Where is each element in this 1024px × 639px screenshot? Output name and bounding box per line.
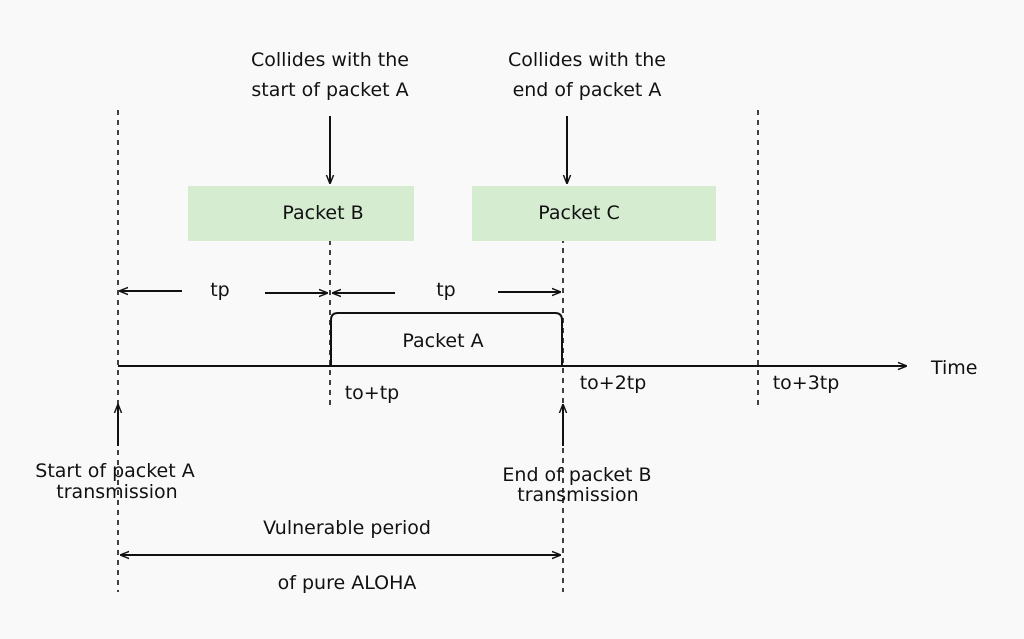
end-packet-b-label-line1: End of packet B	[502, 464, 651, 486]
collides-start-label-line2: start of packet A	[251, 79, 408, 101]
collides-end-label-line1: Collides with the	[508, 49, 666, 71]
tick-label-tp: to+tp	[345, 382, 400, 404]
start-packet-a-label-line2: transmission	[56, 481, 177, 503]
start-packet-a-label-line1: Start of packet A	[35, 460, 194, 482]
collides-start-label-line1: Collides with the	[251, 49, 409, 71]
time-axis-label: Time	[930, 357, 978, 379]
packet-c-box	[472, 186, 716, 241]
tick-label-3tp: to+3tp	[773, 372, 840, 394]
packet-b-label: Packet B	[282, 202, 363, 224]
collides-end-label-line2: end of packet A	[513, 79, 662, 101]
packet-b-box	[188, 186, 414, 241]
tp-label-second: tp	[436, 279, 456, 301]
end-packet-b-label-line2: transmission	[517, 484, 638, 506]
packet-c-label: Packet C	[538, 202, 619, 224]
vulnerable-period-label-line2: of pure ALOHA	[278, 572, 417, 594]
tick-label-2tp: to+2tp	[580, 372, 647, 394]
packet-a-label: Packet A	[402, 330, 483, 352]
packet-a-box	[330, 312, 563, 366]
vulnerable-period-label-line1: Vulnerable period	[263, 517, 431, 539]
tp-label-first: tp	[210, 279, 230, 301]
